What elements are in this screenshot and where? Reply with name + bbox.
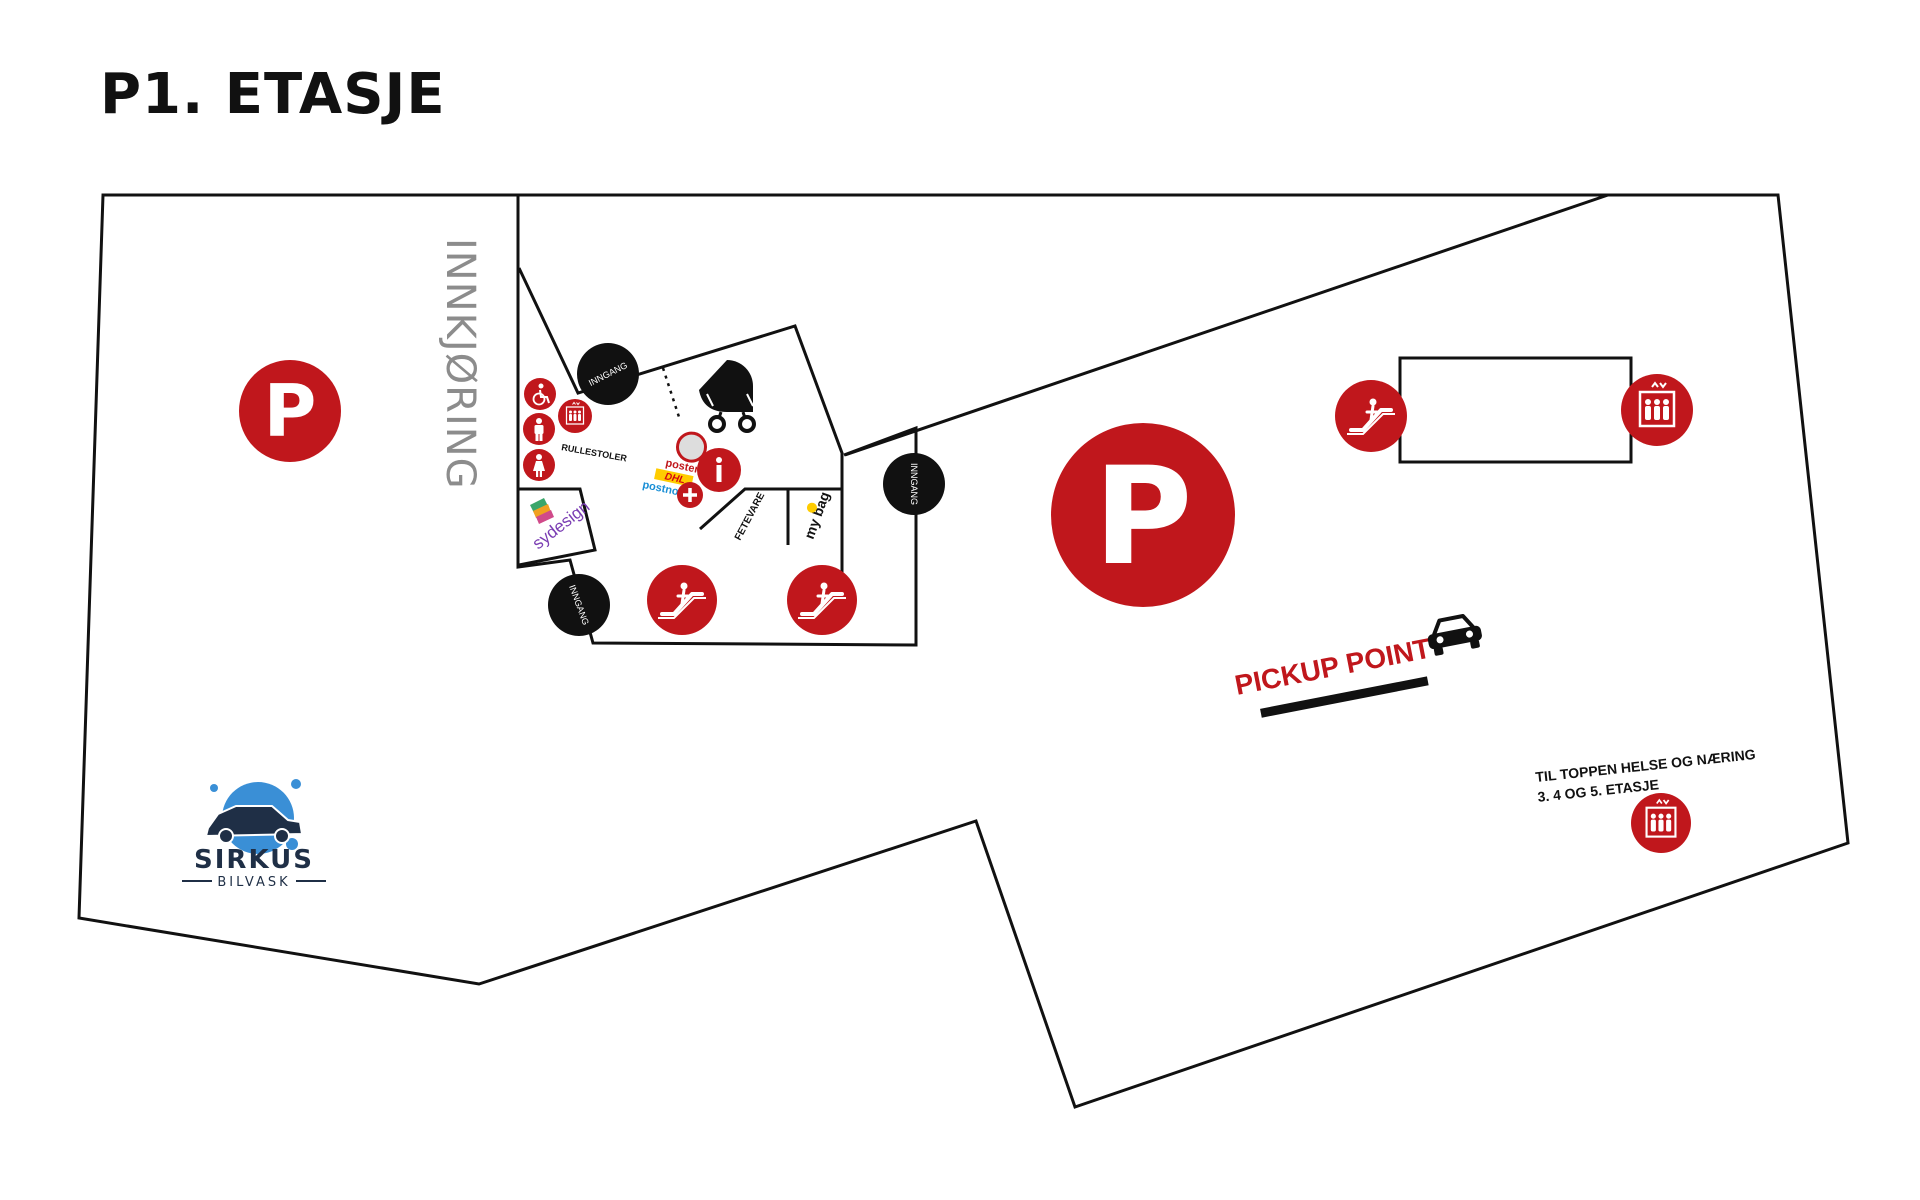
mybag-logo: my bag: [801, 489, 833, 541]
escalator-icon: [1335, 380, 1407, 452]
elevator-icon: [558, 399, 592, 433]
elevator-shaft: [1398, 356, 1633, 464]
wheelchairs-label: RULLESTOLER: [561, 442, 629, 463]
info-icon: [697, 448, 741, 492]
dotted-path: [661, 367, 681, 418]
car-icon: [1427, 613, 1482, 656]
first-aid-icon: [677, 482, 703, 508]
entrance-label: INNGANG: [909, 463, 919, 505]
carwash-name: SIRKUS: [194, 845, 314, 875]
store-fetevare-wall: [699, 487, 842, 531]
wheelchair-icon: [524, 378, 556, 410]
mens-toilet-icon: [523, 413, 555, 445]
sydesign-logo: sydesign: [529, 497, 594, 553]
car-icon: [204, 805, 304, 838]
pickup-bar: [1260, 676, 1429, 718]
tower-note: TIL TOPPEN HELSE OG NÆRING 3. 4 OG 5. ET…: [1535, 746, 1757, 805]
parking-sign-center: P: [1051, 423, 1235, 607]
deli-label: FETEVARE: [733, 491, 768, 543]
parking-icon: P: [264, 369, 317, 453]
elevator-icon: [1631, 793, 1691, 853]
floor-outline: [77, 193, 1850, 1109]
pickup-point-sign: PICKUP POINT: [1232, 633, 1433, 718]
page-title: P1. ETASJE: [100, 62, 446, 127]
entrance-marker: INNGANG: [883, 453, 945, 515]
entrance-marker: INNGANG: [548, 574, 610, 636]
elevator-icon: [1621, 374, 1693, 446]
stroller-icon: [699, 360, 756, 433]
dhl-logo: DHL: [664, 471, 686, 486]
pickup-label: PICKUP POINT: [1232, 633, 1433, 701]
entrance-marker: INNGANG: [577, 343, 639, 405]
carwash-sub: BILVASK: [217, 875, 290, 890]
parking-sign-left: P: [239, 360, 341, 462]
entry-road-label: INNKJØRING: [437, 238, 483, 490]
womens-toilet-icon: [523, 449, 555, 481]
dhl-logo-bg: [654, 468, 694, 487]
escalator-icon: [787, 565, 857, 635]
escalator-icon: [647, 565, 717, 635]
mall-block-wall: [516, 195, 918, 647]
sirkus-bilvask-logo: SIRKUS BILVASK: [182, 779, 326, 890]
mall-inner-wall: [517, 267, 844, 596]
store-sydesign-wall: [518, 487, 597, 567]
mybag-logo-text: my bag: [801, 489, 833, 541]
parking-icon: P: [1094, 438, 1193, 595]
diagonal-wall: [844, 193, 1609, 457]
